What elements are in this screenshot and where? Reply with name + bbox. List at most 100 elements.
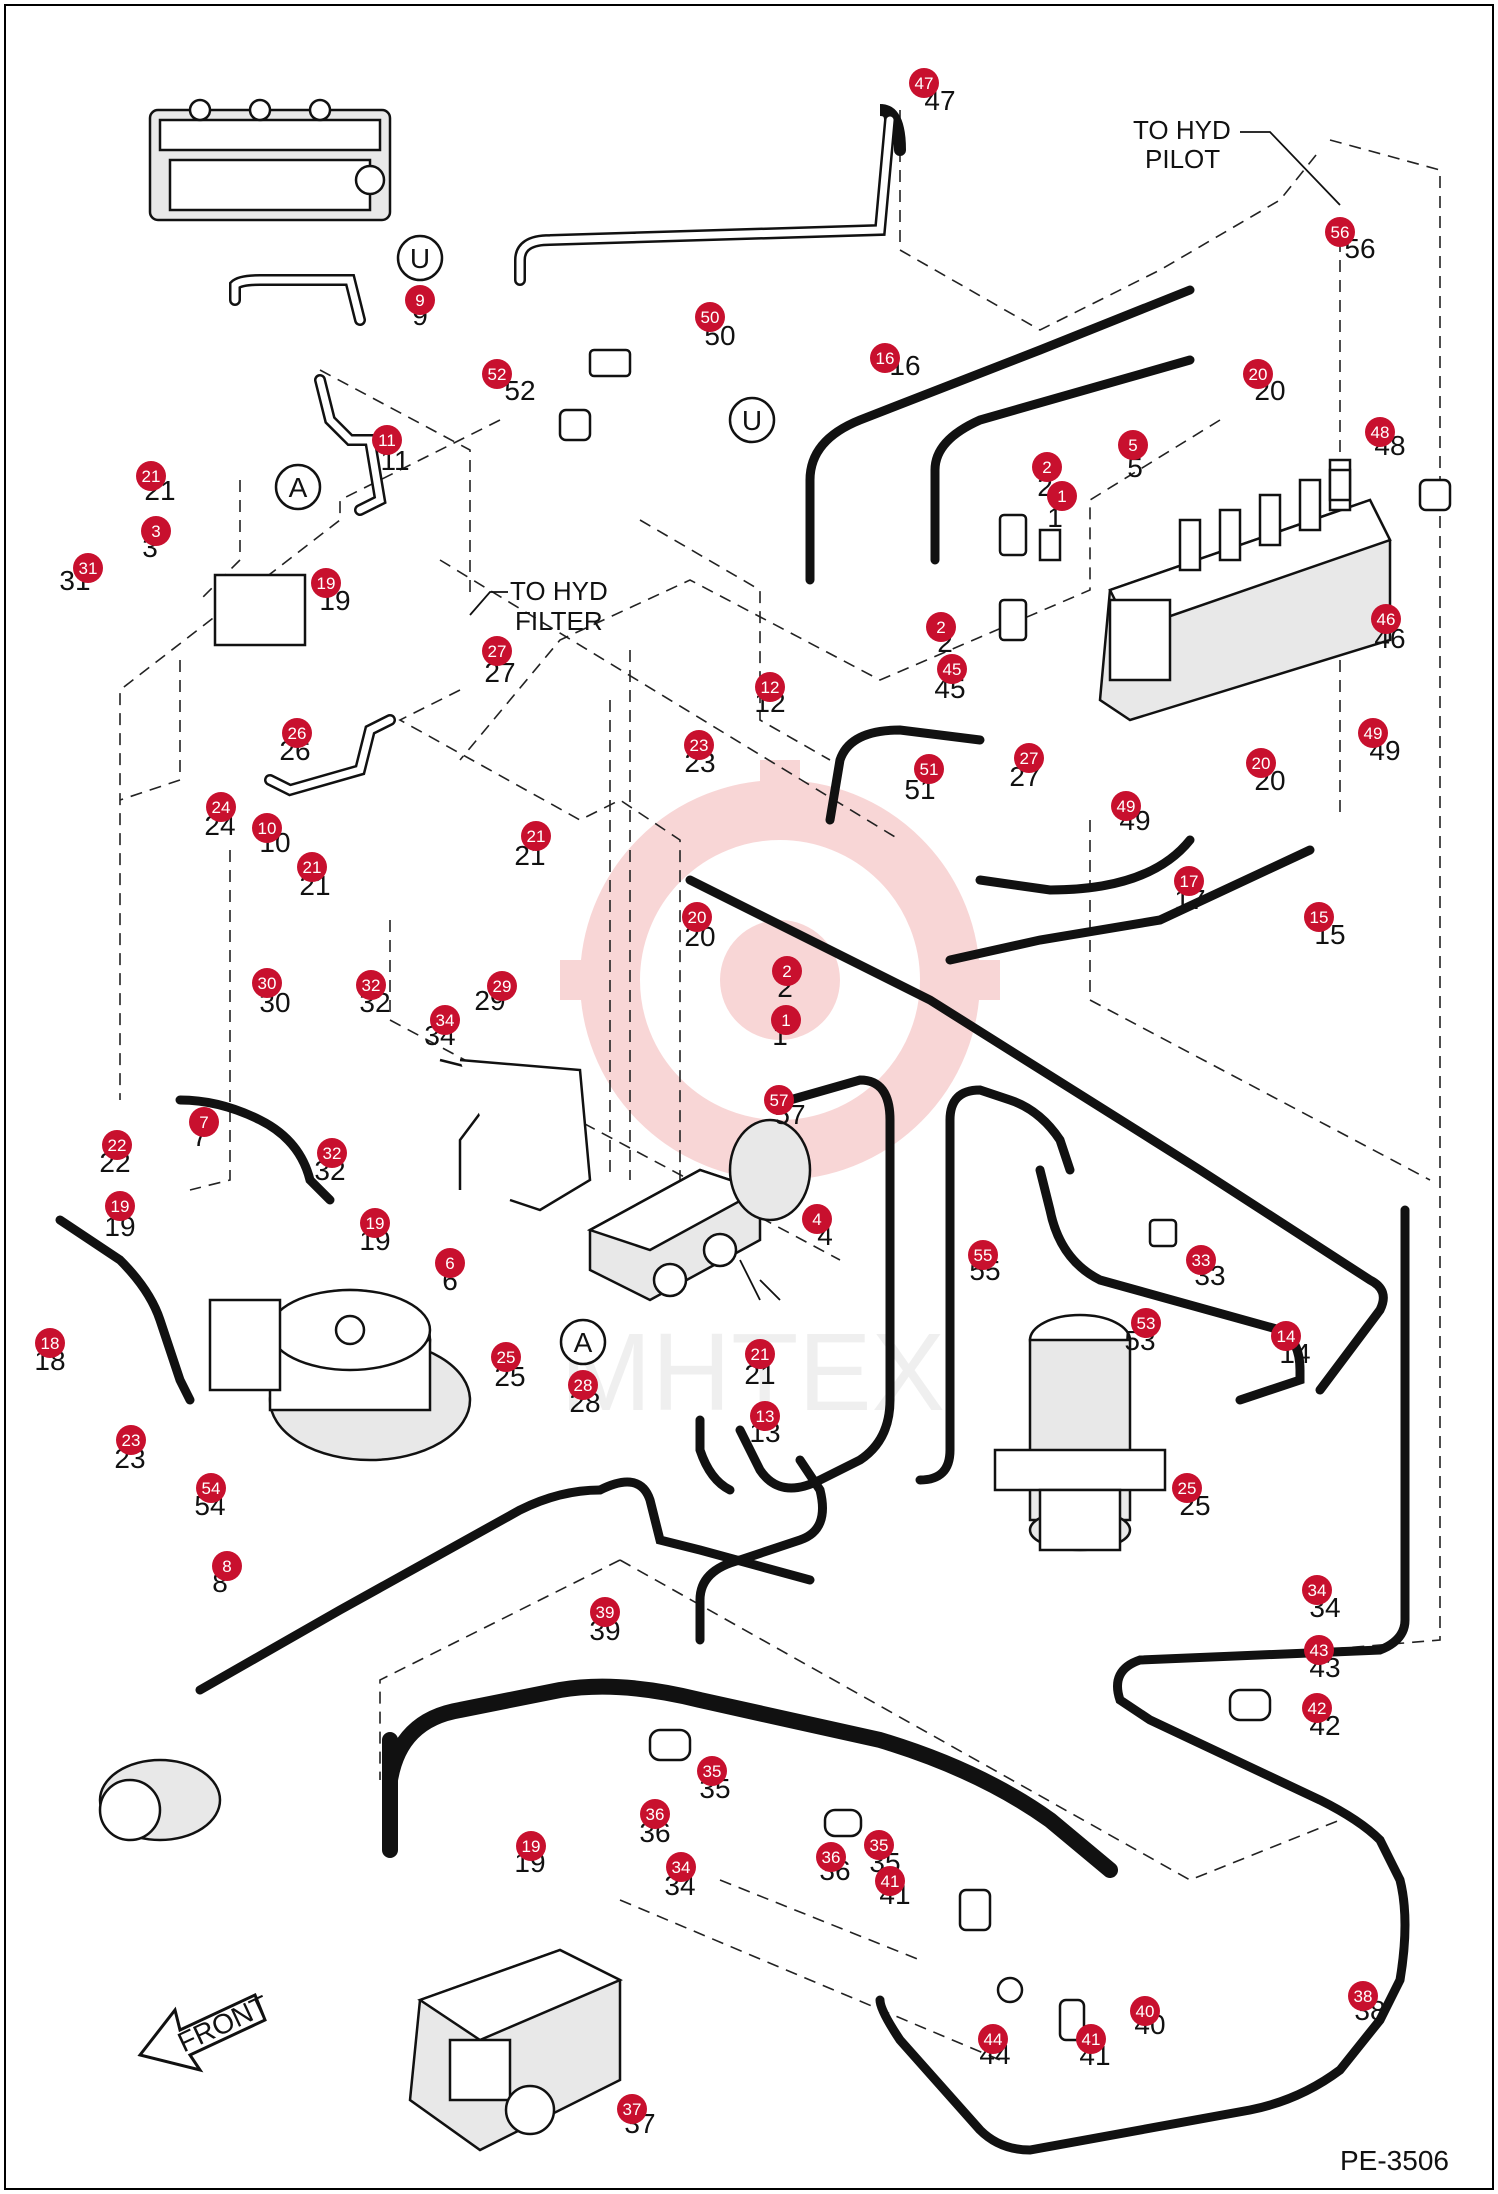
callout-badge-number: 19 <box>317 574 336 593</box>
callout-badge-number: 19 <box>111 1197 130 1216</box>
callout-4: 44 <box>802 1204 833 1251</box>
callout-badge <box>1304 902 1334 932</box>
svg-text:U: U <box>410 243 430 274</box>
callout-badge <box>311 568 341 598</box>
callout-badge <box>102 1130 132 1160</box>
callout-badge <box>1302 1575 1332 1605</box>
ref-marker-u-2: U <box>728 396 776 444</box>
callout-badge-number: 25 <box>497 1348 516 1367</box>
control-valve-small <box>148 98 392 222</box>
callout-badge <box>196 1473 226 1503</box>
callout-badge-number: 19 <box>522 1837 541 1856</box>
callout-badge-number: 35 <box>703 1762 722 1781</box>
callout-badge <box>317 1138 347 1168</box>
callout-badge <box>35 1328 65 1358</box>
callout-badge-number: 39 <box>596 1603 615 1622</box>
callout-badge-number: 23 <box>122 1431 141 1450</box>
callout-badge-number: 24 <box>212 798 231 817</box>
diagram-frame <box>4 4 1494 2190</box>
callout-badge <box>1246 748 1276 778</box>
callout-badge-number: 25 <box>1178 1479 1197 1498</box>
pilot-leader <box>1240 131 1341 206</box>
callout-badge <box>1111 791 1141 821</box>
callout-badge-number: 15 <box>1310 908 1329 927</box>
hydraulic-pump <box>408 1948 623 2152</box>
callout-badge-number: 2 <box>782 962 791 981</box>
callout-1: 11 <box>1047 481 1077 533</box>
callout-badge <box>937 654 967 684</box>
callout-1: 11 <box>771 1005 801 1051</box>
callout-badge <box>745 1339 775 1369</box>
callout-badge-number: 27 <box>1020 749 1039 768</box>
callout-badge <box>1174 866 1204 896</box>
callout-badge-number: 7 <box>199 1113 208 1132</box>
callout-badge-number: 49 <box>1364 724 1383 743</box>
callout-badge <box>73 553 103 583</box>
swing-motor <box>208 1288 472 1462</box>
callout-badge <box>282 718 312 748</box>
callout-badge <box>1243 359 1273 389</box>
callout-badge-number: 12 <box>761 678 780 697</box>
callout-badge-number: 21 <box>527 827 546 846</box>
callout-badge <box>252 813 282 843</box>
callout-badge-number: 36 <box>822 1848 841 1867</box>
callout-badge-number: 21 <box>303 858 322 877</box>
callout-badge-number: 41 <box>881 1872 900 1891</box>
ref-marker-a-1: A <box>274 463 322 511</box>
callout-badge <box>1131 1308 1161 1338</box>
callout-badge-number: 47 <box>915 74 934 93</box>
callout-badge <box>684 730 714 760</box>
svg-text:A: A <box>289 472 308 503</box>
callout-badge-number: 1 <box>781 1011 790 1030</box>
callout-badge <box>666 1852 696 1882</box>
callout-badge-number: 33 <box>1192 1251 1211 1270</box>
callout-badge <box>189 1107 219 1137</box>
callout-badge-number: 17 <box>1180 872 1199 891</box>
note-to-hyd-pilot-line1: TO HYD <box>1133 115 1231 145</box>
callout-badge-number: 53 <box>1137 1314 1156 1333</box>
callout-badge-number: 21 <box>751 1345 770 1364</box>
callout-badge <box>105 1191 135 1221</box>
callout-badge <box>1304 1635 1334 1665</box>
callout-badge <box>772 956 802 986</box>
callout-badge-number: 34 <box>672 1858 691 1877</box>
callout-badge-number: 56 <box>1331 223 1350 242</box>
swivel <box>993 1313 1167 1552</box>
callout-badge-number: 36 <box>646 1805 665 1824</box>
callout-badge <box>1186 1245 1216 1275</box>
callout-badge <box>978 2024 1008 2054</box>
callout-badge <box>212 1551 242 1581</box>
fittings <box>213 348 1452 2042</box>
callout-badge-number: 38 <box>1354 1987 1373 2006</box>
solenoid-valve-block <box>586 1118 812 1302</box>
note-to-hyd-filter-line2: FILTER <box>515 606 603 636</box>
callout-badge-number: 27 <box>488 642 507 661</box>
callout-badge <box>590 1597 620 1627</box>
callout-badge <box>1358 718 1388 748</box>
filter-leader <box>469 591 508 616</box>
callout-badge-number: 13 <box>756 1407 775 1426</box>
